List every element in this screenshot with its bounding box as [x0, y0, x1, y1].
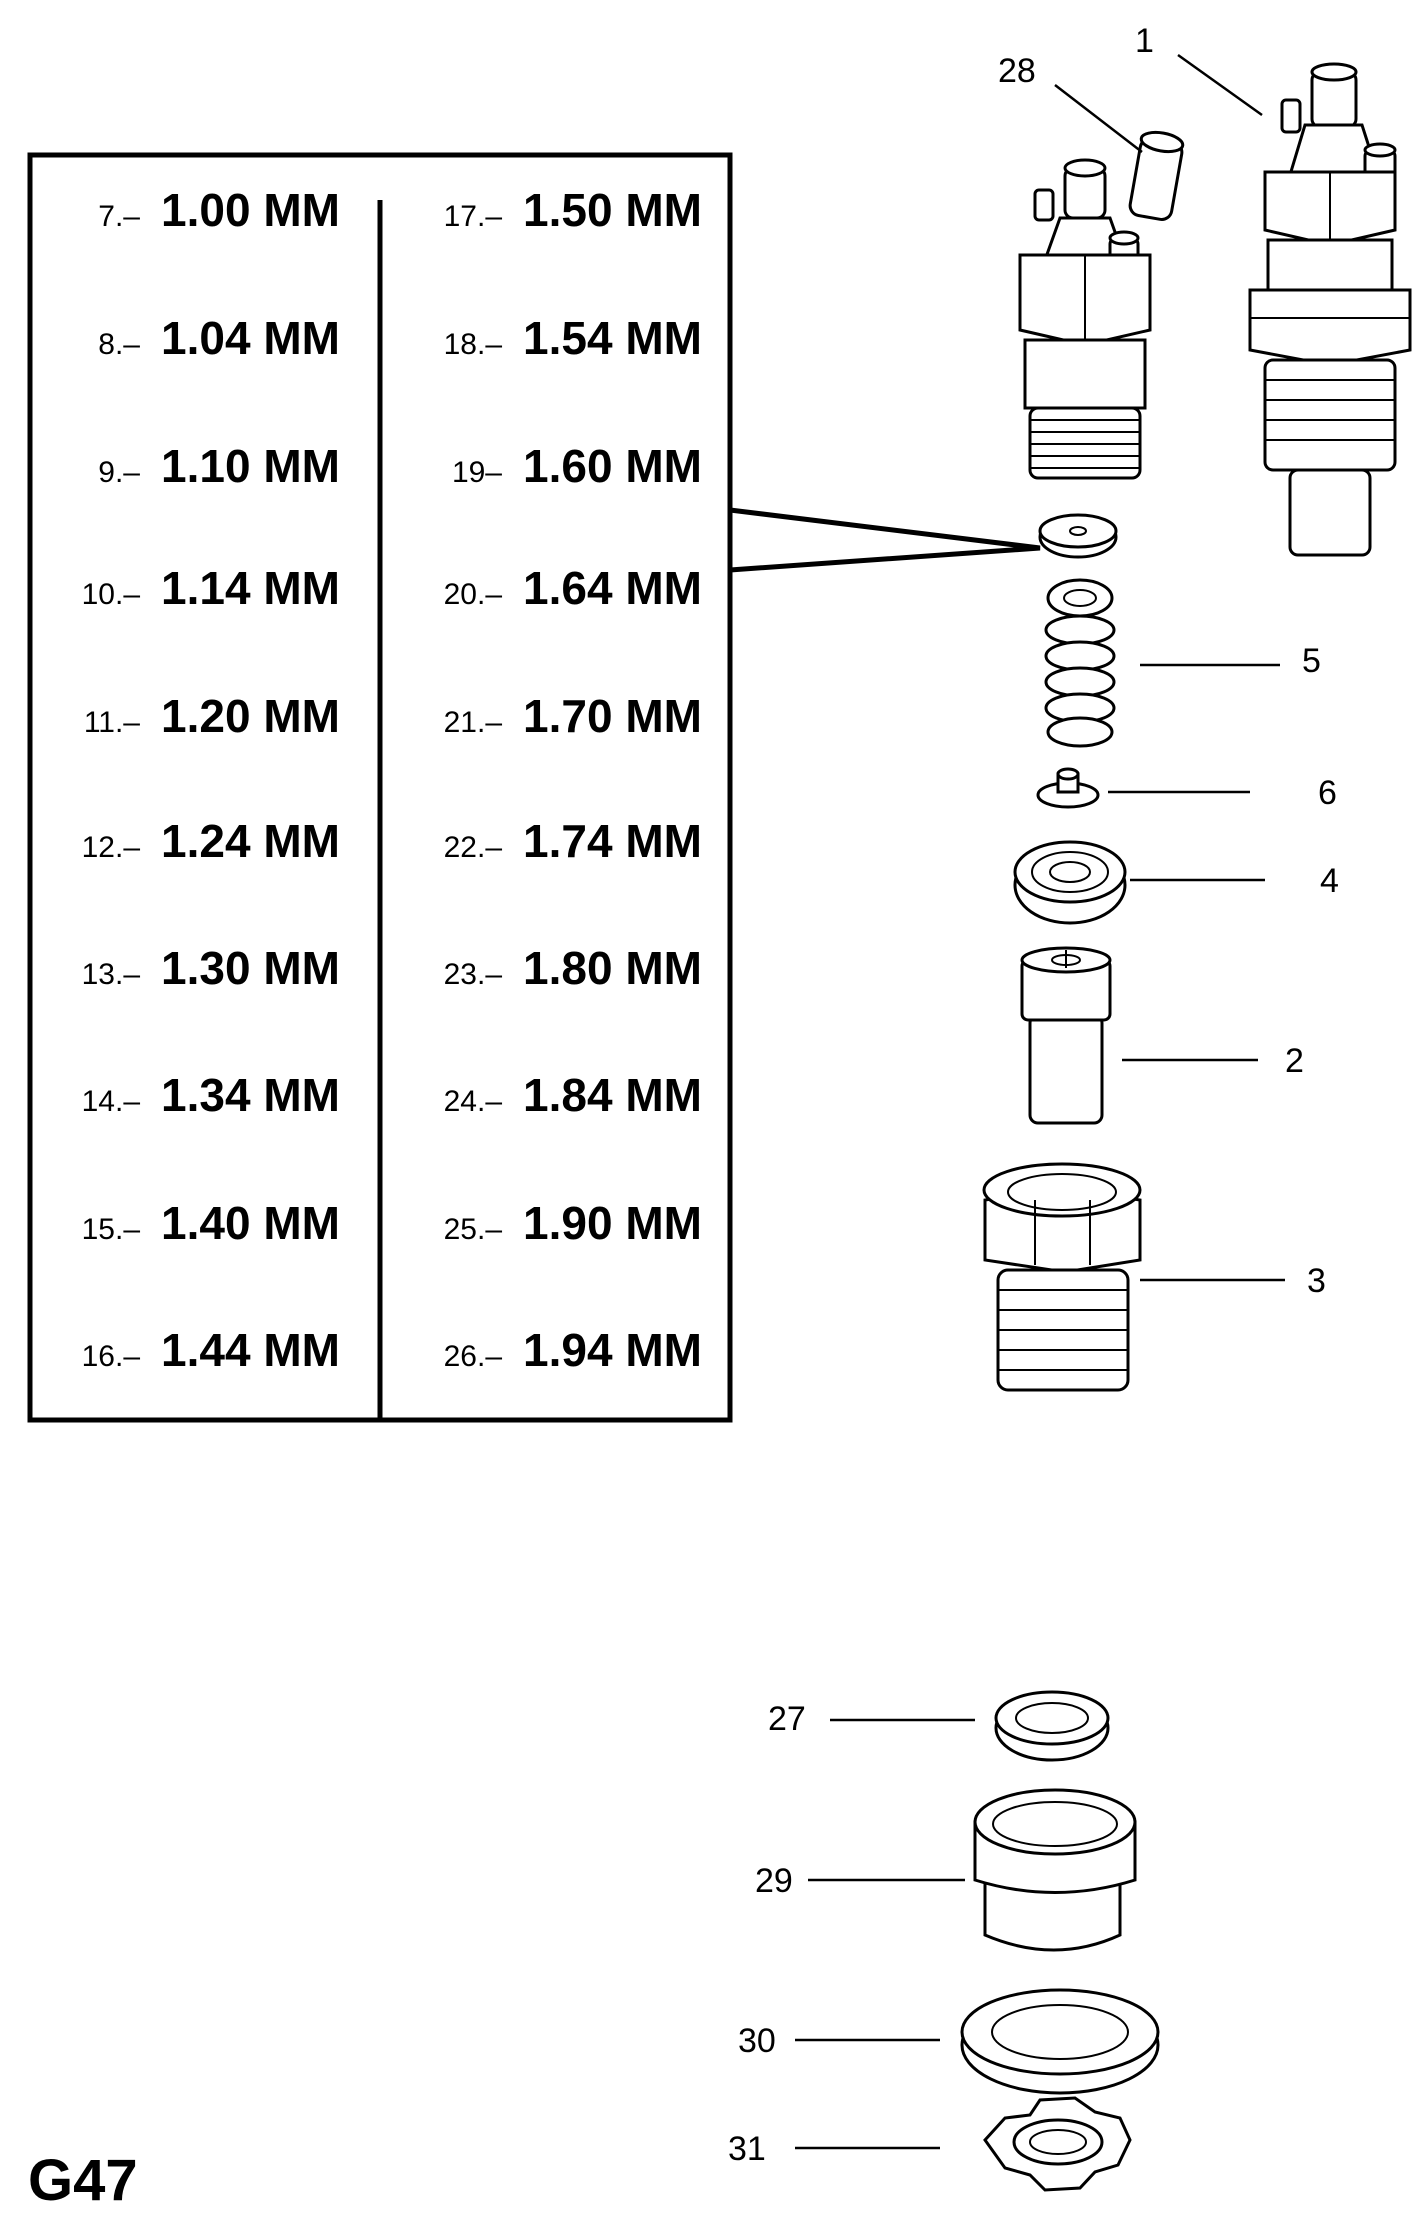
- shim-size-right-6: 1.80 MM: [523, 942, 702, 994]
- shim-ref-left-3: 10.–: [82, 578, 141, 611]
- callout-6: 6: [1318, 774, 1337, 812]
- shim-size-right-9: 1.94 MM: [523, 1324, 702, 1376]
- callout-3: 3: [1307, 1262, 1326, 1300]
- shim-size-right-1: 1.54 MM: [523, 312, 702, 364]
- callout-2: 2: [1285, 1042, 1304, 1080]
- shim-size-left-5: 1.24 MM: [161, 815, 340, 867]
- shim-size-left-3: 1.14 MM: [161, 562, 340, 614]
- shim-size-right-7: 1.84 MM: [523, 1069, 702, 1121]
- shim-ref-right-0: 17.–: [444, 200, 503, 233]
- part-27-seal-ring: [994, 1690, 1110, 1762]
- part-6-pressure-pin: [1036, 767, 1100, 809]
- callout-29: 29: [755, 1862, 793, 1900]
- callout-30: 30: [738, 2022, 776, 2060]
- injector-holder-left: [1018, 158, 1152, 480]
- shim-table-left-column: 7.– 1.00 MM 8.– 1.04 MM 9.– 1.10 MM 10.– 1.14 M…: [82, 184, 340, 1376]
- shim-size-right-2: 1.60 MM: [523, 440, 702, 492]
- shim-ref-left-7: 14.–: [82, 1085, 141, 1118]
- callout-1: 1: [1135, 22, 1154, 60]
- shim-ref-right-5: 22.–: [444, 831, 503, 864]
- callout-5: 5: [1302, 642, 1321, 680]
- figure-code: G47: [28, 2148, 138, 2213]
- shim-size-right-0: 1.50 MM: [523, 184, 702, 236]
- shim-ref-right-8: 25.–: [444, 1213, 503, 1246]
- shim-ref-left-6: 13.–: [82, 958, 141, 991]
- part-2-nozzle: [1020, 946, 1112, 1125]
- shim-size-left-4: 1.20 MM: [161, 690, 340, 742]
- shim-ref-left-1: 8.–: [98, 328, 140, 361]
- shim-ref-right-9: 26.–: [444, 1340, 503, 1373]
- shim-size-left-9: 1.44 MM: [161, 1324, 340, 1376]
- leader-lines: [795, 53, 1285, 2150]
- shim-ref-left-0: 7.–: [98, 200, 140, 233]
- shim-ref-left-4: 11.–: [84, 706, 140, 739]
- shim-pointer-line: [729, 507, 1041, 573]
- shim-ref-right-2: 19–: [452, 456, 502, 489]
- shim-size-right-3: 1.64 MM: [523, 562, 702, 614]
- shim-ref-right-3: 20.–: [444, 578, 503, 611]
- part-28-pin: [1128, 130, 1185, 221]
- shim-size-left-6: 1.30 MM: [161, 942, 340, 994]
- shim-size-right-8: 1.90 MM: [523, 1197, 702, 1249]
- shim-size-left-2: 1.10 MM: [161, 440, 340, 492]
- part-5-spring: [1044, 578, 1116, 748]
- shim-size-left-8: 1.40 MM: [161, 1197, 340, 1249]
- part-29-sleeve: [973, 1788, 1137, 1952]
- shim-ref-left-2: 9.–: [98, 456, 140, 489]
- shim-table: 7.– 1.00 MM 8.– 1.04 MM 9.– 1.10 MM 10.– 1.14 M…: [27, 152, 733, 1423]
- shim-washer: [1038, 513, 1118, 559]
- shim-ref-right-4: 21.–: [444, 706, 503, 739]
- shim-size-left-0: 1.00 MM: [161, 184, 340, 236]
- shim-size-right-4: 1.70 MM: [523, 690, 702, 742]
- part-1-injector: [1248, 62, 1412, 557]
- shim-size-left-1: 1.04 MM: [161, 312, 340, 364]
- shim-ref-right-6: 23.–: [444, 958, 503, 991]
- callout-4: 4: [1320, 862, 1339, 900]
- part-4-intermediate-washer: [1013, 840, 1127, 925]
- part-31-clip: [983, 2096, 1132, 2192]
- callout-labels: 1 28 5 6 4 2 3 27 29 30 31: [728, 22, 1339, 2168]
- shim-table-right-column: 17.– 1.50 MM 18.– 1.54 MM 19– 1.60 MM 20.– 1.64…: [444, 184, 702, 1376]
- shim-ref-left-9: 16.–: [82, 1340, 141, 1373]
- callout-28: 28: [998, 52, 1036, 90]
- part-30-washer: [960, 1988, 1160, 2095]
- shim-size-right-5: 1.74 MM: [523, 815, 702, 867]
- callout-31: 31: [728, 2130, 766, 2168]
- shim-ref-left-8: 15.–: [82, 1213, 141, 1246]
- shim-size-left-7: 1.34 MM: [161, 1069, 340, 1121]
- shim-ref-left-5: 12.–: [82, 831, 141, 864]
- callout-27: 27: [768, 1700, 806, 1738]
- part-3-nozzle-nut: [982, 1162, 1142, 1392]
- shim-ref-right-7: 24.–: [444, 1085, 503, 1118]
- shim-ref-right-1: 18.–: [444, 328, 503, 361]
